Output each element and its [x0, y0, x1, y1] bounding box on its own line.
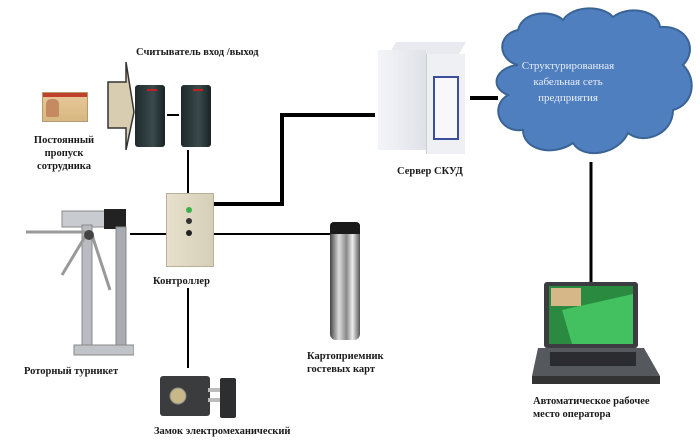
reader-exit: [181, 85, 211, 147]
badge-label-line-3: сотрудника: [37, 161, 91, 172]
card-collector-label-line-1: Картоприемник: [307, 351, 384, 362]
card-collector-icon: [330, 222, 360, 340]
network-cloud-icon: [495, 7, 693, 155]
workstation-label-line-2: место оператора: [533, 409, 611, 420]
server-side: [378, 50, 426, 150]
badge-label-line-1: Постоянный: [33, 135, 95, 146]
reader-led: [147, 89, 157, 91]
workstation-label-line-1: Автоматическое рабочее: [533, 396, 650, 407]
card-slot: [330, 222, 360, 234]
badge-label: Постоянный пропуск сотрудника: [28, 134, 100, 173]
entry-arrow-icon: [107, 61, 135, 151]
turnstile-icon: [26, 209, 134, 356]
lock-label: Замок электромеханический: [154, 426, 291, 437]
card-collector-label: Картоприемник гостевых карт: [307, 350, 384, 376]
led-off-icon: [186, 218, 192, 224]
server-bay: [433, 76, 459, 140]
network-label: Структурированная кабельная сеть предпри…: [508, 58, 628, 106]
badge-header: [43, 93, 87, 97]
operator-laptop-icon: [532, 282, 660, 384]
badge-photo: [46, 99, 59, 117]
server-front: [426, 54, 465, 154]
controller-box: [166, 193, 214, 267]
network-label-line-1: Структурированная: [521, 60, 615, 72]
controller-label: Контроллер: [153, 276, 210, 287]
card-collector-label-line-2: гостевых карт: [307, 364, 375, 375]
network-label-line-3: предприятия: [538, 92, 598, 104]
reader-entry: [135, 85, 165, 147]
employee-badge: [42, 92, 88, 122]
reader-label: Считыватель вход /выход: [136, 47, 259, 58]
reader-led: [193, 89, 203, 91]
wire-controller-server: [213, 113, 375, 206]
network-label-line-2: кабельная сеть: [533, 76, 603, 88]
electromechanical-lock-icon: [160, 376, 236, 418]
workstation-label: Автоматическое рабочее место оператора: [533, 395, 650, 421]
badge-label-line-2: пропуск: [44, 148, 84, 159]
led-off-icon: [186, 230, 192, 236]
led-green-icon: [186, 207, 192, 213]
server-tower: [378, 42, 470, 154]
turnstile-label: Роторный турникет: [24, 366, 119, 377]
server-label: Сервер СКУД: [397, 166, 463, 177]
